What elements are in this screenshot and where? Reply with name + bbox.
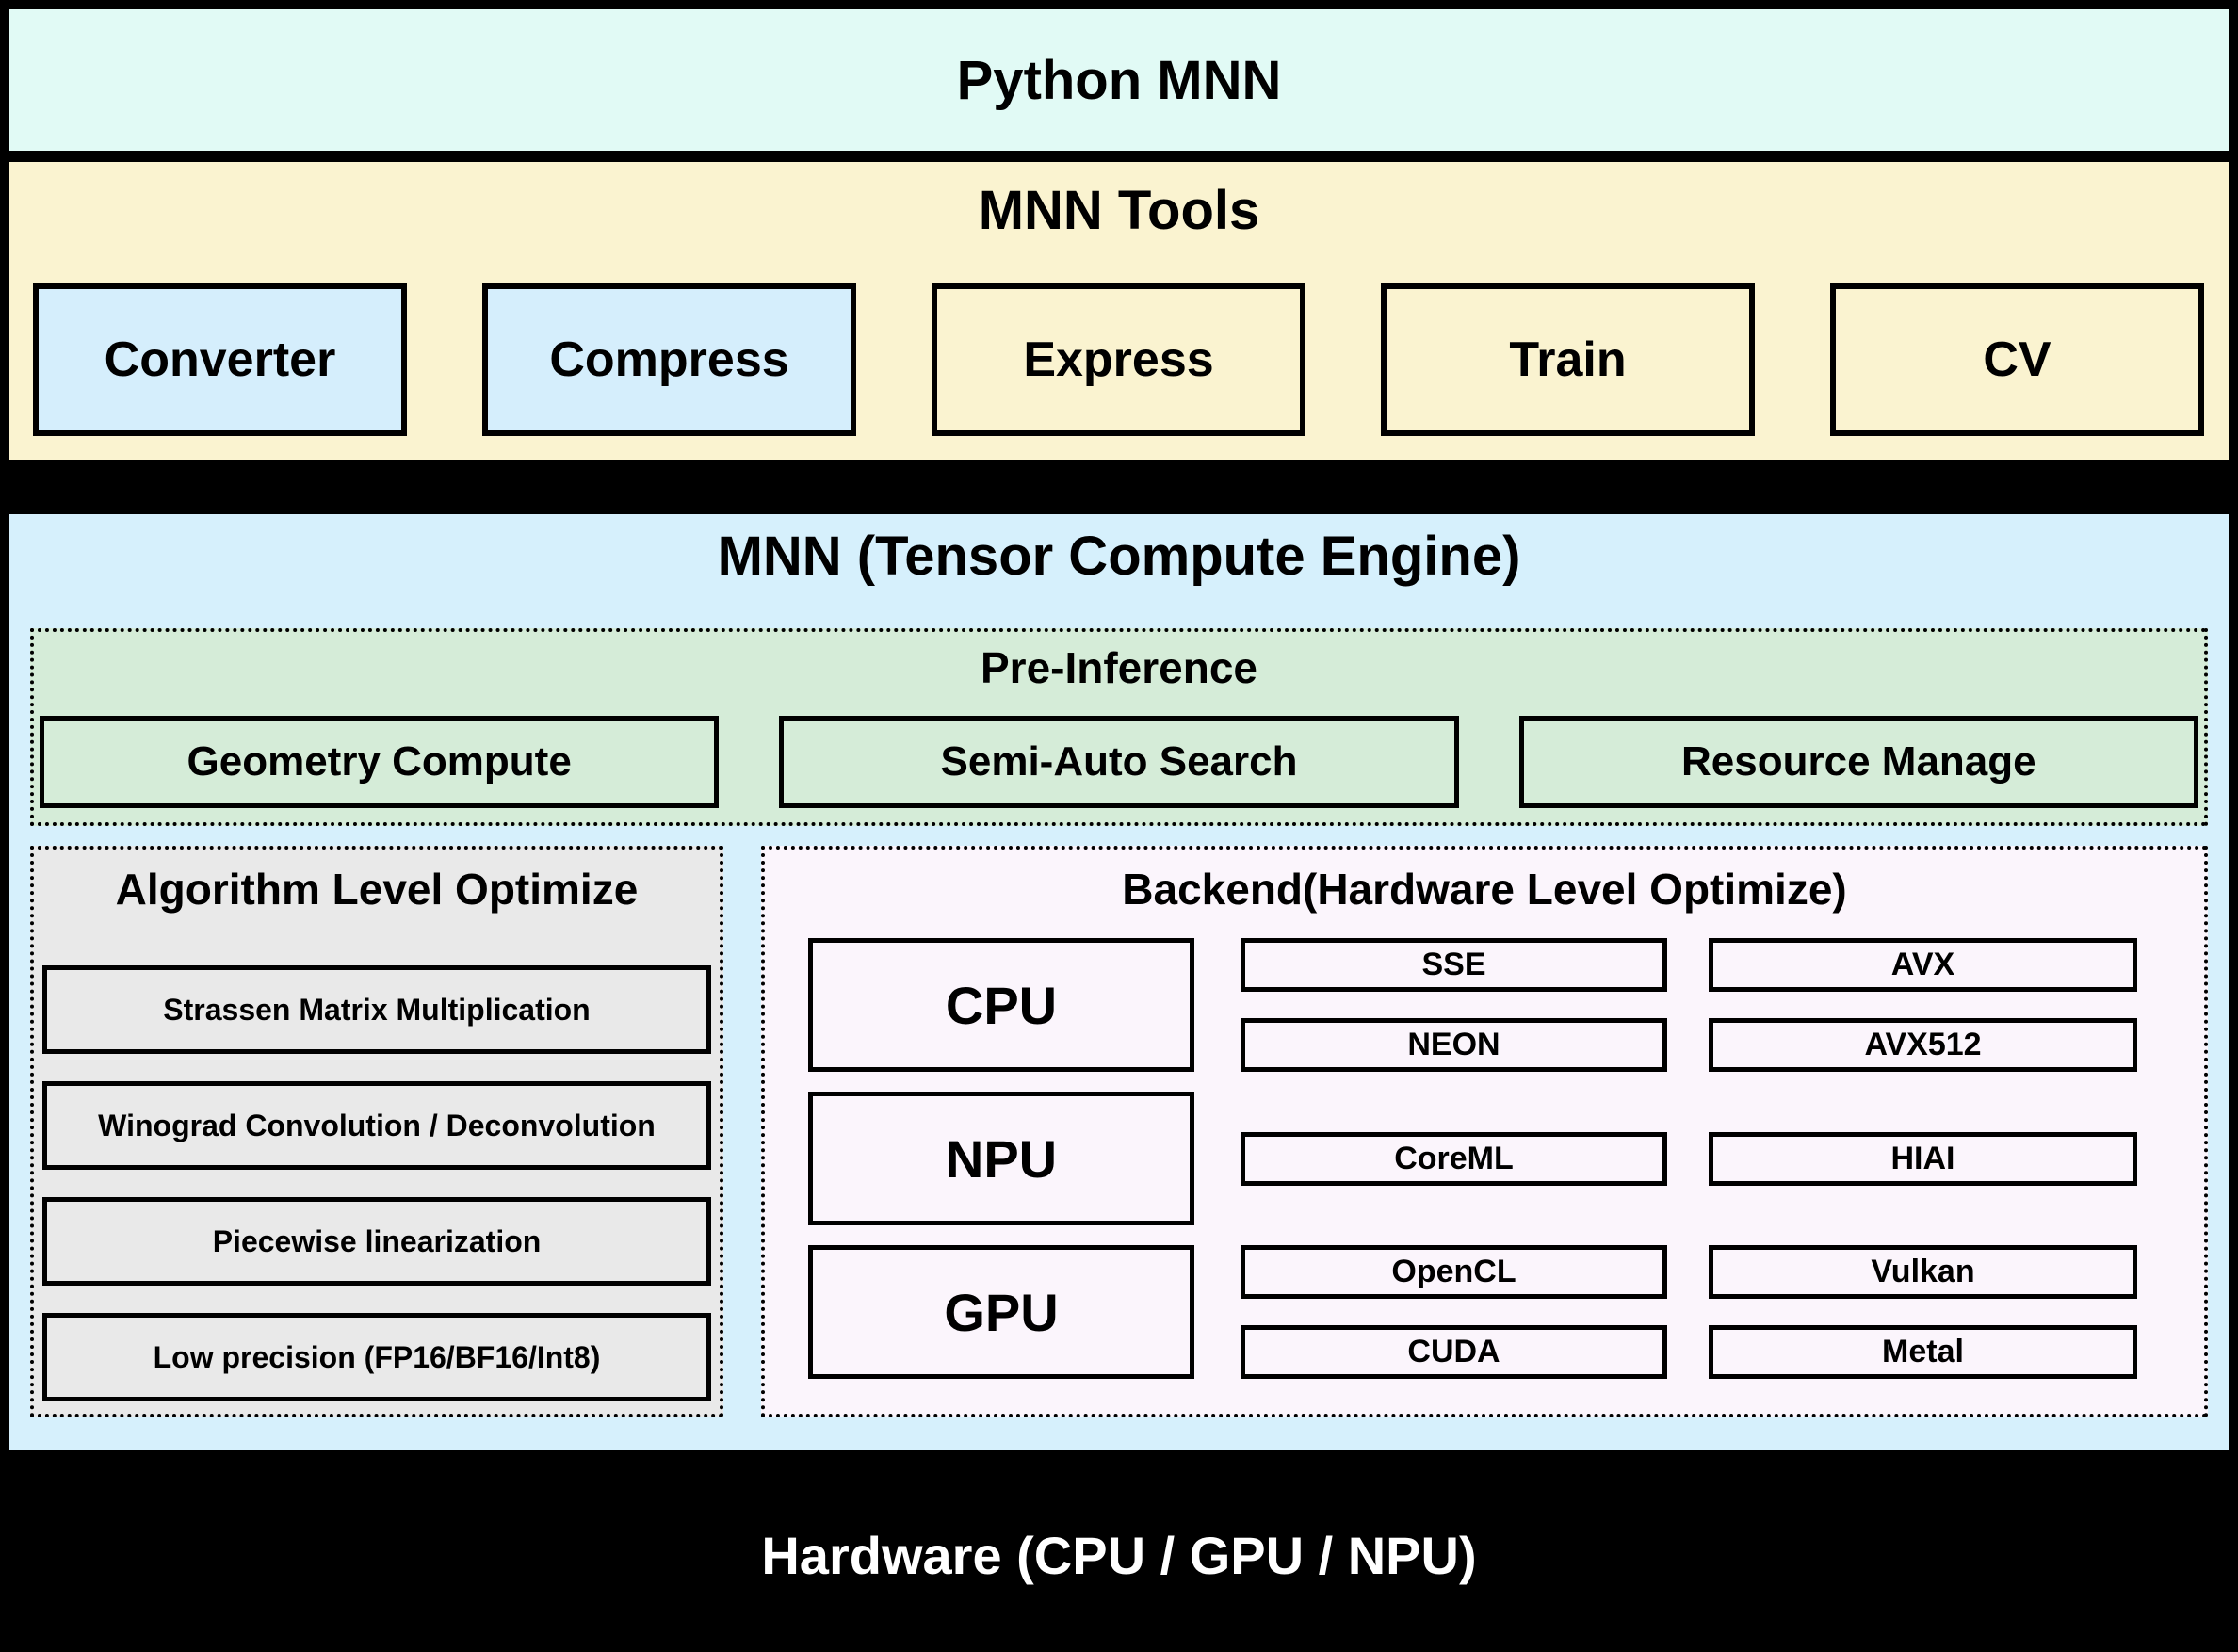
algorithm-item-low-precision: Low precision (FP16/BF16/Int8) [42,1313,711,1401]
algorithm-item-winograd: Winograd Convolution / Deconvolution [42,1081,711,1170]
backend-row-npu: NPU CoreML HIAI [808,1092,2204,1225]
backend-row-gpu: GPU OpenCL CUDA Vulkan [808,1245,2204,1379]
semi-auto-search-label: Semi-Auto Search [940,738,1298,785]
winograd-label: Winograd Convolution / Deconvolution [98,1108,656,1142]
opencl-label: OpenCL [1391,1254,1516,1289]
algorithm-optimize-title: Algorithm Level Optimize [115,865,639,914]
cpu-label: CPU [945,975,1058,1035]
cpu-chip-column-1: SSE NEON [1241,938,1667,1072]
mnn-engine-title: MNN (Tensor Compute Engine) [717,526,1521,587]
npu-chip-column-2: HIAI [1709,1092,2137,1225]
mnn-engine-band: MNN (Tensor Compute Engine) Pre-Inferenc… [9,514,2229,1450]
hardware-title: Hardware (CPU / GPU / NPU) [761,1525,1477,1585]
pre-inference-panel: Pre-Inference Geometry Compute Semi-Auto… [30,628,2208,826]
chip-opencl: OpenCL [1241,1245,1667,1299]
tool-label-express: Express [1023,332,1214,387]
mnn-tools-band: MNN Tools Converter Compress Express Tra… [9,162,2229,460]
chip-coreml: CoreML [1241,1131,1667,1186]
geometry-compute-label: Geometry Compute [186,738,572,785]
tool-label-compress: Compress [549,332,789,387]
processor-box-npu: NPU [808,1092,1194,1225]
cpu-chip-column-2: AVX AVX512 [1709,938,2137,1072]
backend-optimize-panel: Backend(Hardware Level Optimize) CPU SSE… [761,846,2208,1417]
mnn-tools-title: MNN Tools [978,180,1260,241]
tool-label-cv: CV [1983,332,2052,387]
algorithm-item-piecewise: Piecewise linearization [42,1197,711,1286]
low-precision-label: Low precision (FP16/BF16/Int8) [153,1339,601,1374]
python-mnn-band: Python MNN [9,9,2229,151]
metal-label: Metal [1882,1334,1964,1369]
gpu-chip-column-2: Vulkan Metal [1709,1245,2137,1379]
sse-label: SSE [1421,947,1486,982]
pre-inference-box-resource-manage: Resource Manage [1518,716,2198,808]
chip-vulkan: Vulkan [1709,1245,2137,1299]
tools-row: Converter Compress Express Train CV [33,283,2204,436]
python-mnn-title: Python MNN [956,49,1282,111]
engine-lower-row: Algorithm Level Optimize Strassen Matrix… [30,846,2208,1417]
chip-avx512: AVX512 [1709,1018,2137,1072]
tool-box-converter: Converter [33,283,407,436]
algorithm-optimize-panel: Algorithm Level Optimize Strassen Matrix… [30,846,723,1417]
gpu-label: GPU [944,1282,1059,1342]
chip-hiai: HIAI [1709,1131,2137,1186]
strassen-label: Strassen Matrix Multiplication [163,992,591,1027]
neon-label: NEON [1407,1027,1500,1062]
tool-box-express: Express [932,283,1306,436]
tool-box-compress: Compress [482,283,856,436]
npu-chip-column-1: CoreML [1241,1092,1667,1225]
chip-cuda: CUDA [1241,1325,1667,1379]
resource-manage-label: Resource Manage [1681,738,2036,785]
pre-inference-row: Geometry Compute Semi-Auto Search Resour… [40,716,2198,808]
pre-inference-box-geometry-compute: Geometry Compute [40,716,720,808]
npu-label: NPU [945,1128,1058,1189]
chip-neon: NEON [1241,1018,1667,1072]
tool-label-train: Train [1509,332,1627,387]
processor-box-gpu: GPU [808,1245,1194,1379]
algorithm-items: Strassen Matrix Multiplication Winograd … [42,965,711,1401]
pre-inference-title: Pre-Inference [980,643,1257,692]
algorithm-item-strassen: Strassen Matrix Multiplication [42,965,711,1054]
chip-metal: Metal [1709,1325,2137,1379]
backend-row-cpu: CPU SSE NEON AVX [808,938,2204,1072]
backend-optimize-title: Backend(Hardware Level Optimize) [1122,865,1847,914]
backend-rows: CPU SSE NEON AVX [765,914,2204,1379]
tool-box-cv: CV [1830,283,2204,436]
hardware-band: Hardware (CPU / GPU / NPU) [9,1450,2229,1652]
tool-label-converter: Converter [104,332,336,387]
avx-label: AVX [1890,947,1955,982]
coreml-label: CoreML [1394,1140,1514,1176]
gpu-chip-column-1: OpenCL CUDA [1241,1245,1667,1379]
hiai-label: HIAI [1890,1140,1955,1176]
tool-box-train: Train [1381,283,1755,436]
vulkan-label: Vulkan [1871,1254,1975,1289]
pre-inference-box-semi-auto-search: Semi-Auto Search [779,716,1459,808]
chip-sse: SSE [1241,938,1667,992]
piecewise-label: Piecewise linearization [212,1223,542,1258]
chip-avx: AVX [1709,938,2137,992]
processor-box-cpu: CPU [808,938,1194,1072]
cuda-label: CUDA [1407,1334,1500,1369]
avx512-label: AVX512 [1864,1027,1982,1062]
